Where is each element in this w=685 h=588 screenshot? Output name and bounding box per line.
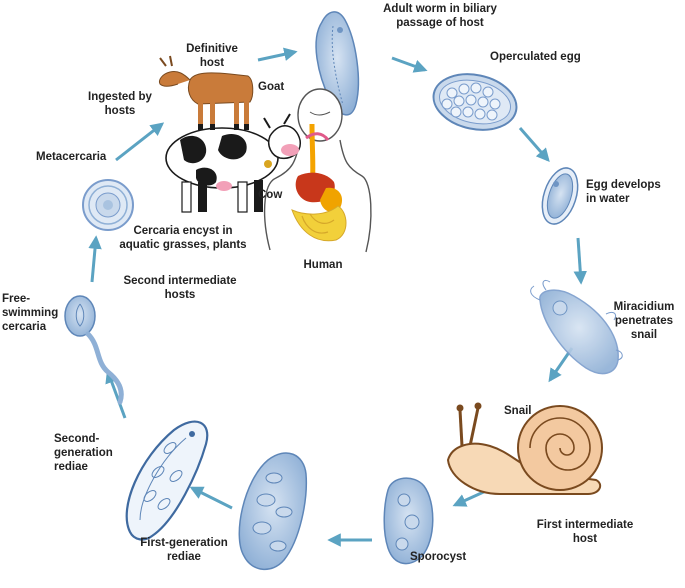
arrow-adult-to-egg [391,56,428,73]
arrow-host-to-adult [257,47,298,62]
label-cow: Cow [258,189,283,201]
arrow-firstgen-to-secondgen [189,486,233,510]
label-snail: Snail [504,405,532,417]
miracidium-figure [530,279,623,375]
developing-egg-figure [541,167,579,225]
label-first-intermediate: First intermediate host [536,519,634,545]
sporocyst-figure [383,477,434,565]
label-human: Human [303,259,343,271]
label-adult-worm: Adult worm in biliary passage of host [383,3,497,29]
label-second-intermediate: Second intermediate hosts [123,275,237,301]
human-figure [263,88,372,253]
adult-worm-figure [315,11,360,116]
label-ingested: Ingested by hosts [88,91,152,117]
arrow-secondgen-to-cercaria [105,369,127,419]
label-metacercaria: Metacercaria [36,151,107,163]
arrow-metacercaria-to-host [115,122,165,162]
cercaria-figure [64,295,124,405]
label-cercaria-encyst: Cercaria encyst in aquatic grasses, plan… [119,225,247,251]
snail-figure [446,402,603,495]
arrow-develop-to-miracidium [573,237,587,285]
label-operculated-egg: Operculated egg [490,51,581,63]
goat-figure [159,55,254,130]
metacercaria-figure [82,179,134,231]
label-goat: Goat [258,81,285,93]
first-gen-rediae-figure [238,452,308,570]
label-egg-develops: Egg develops in water [586,179,661,205]
arrow-egg-to-develop [518,127,550,163]
label-miracidium: Miracidium penetrates snail [613,301,675,341]
cow-figure [165,113,301,213]
second-gen-rediae-figure [125,420,209,541]
label-first-gen-rediae: First-generation rediae [140,537,228,563]
label-second-gen-rediae: Second- generation rediae [54,433,113,473]
label-free-swimming: Free- swimming cercaria [2,293,59,333]
arrow-cercaria-to-metacercaria [88,235,102,283]
label-definitive-host: Definitive host [186,43,238,69]
operculated-egg-figure [432,73,518,131]
label-sporocyst: Sporocyst [410,551,467,563]
